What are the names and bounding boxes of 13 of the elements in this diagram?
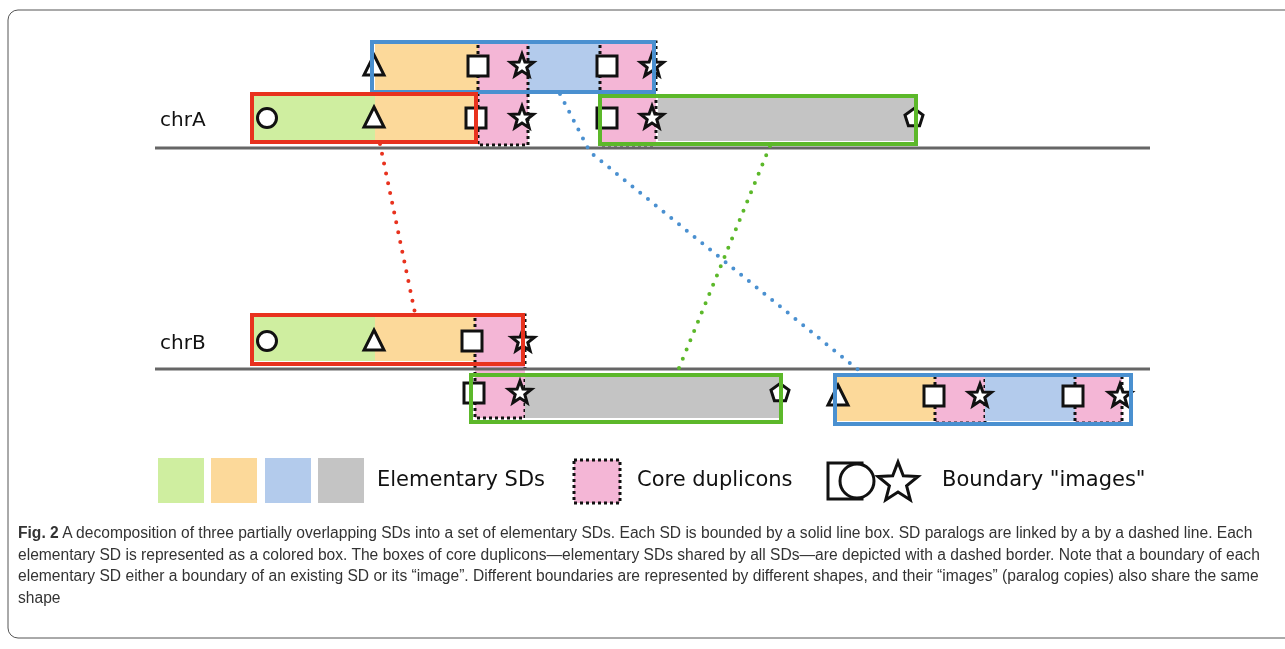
sd-box [370, 40, 656, 94]
sd-box [598, 94, 918, 146]
legend-text: Elementary SDs [377, 467, 545, 491]
figure-caption: Fig. 2 A decomposition of three partially overlapping SDs into a set of elementary SDs. Each SD is bounded by a solid line box. SD paralogs are linked by a by a dashed line. Each elementary SD is represented as a colored box. The boxes of core duplicons—elementary SDs shared by all SDs—are depicted with a dashed border. Note that a boundary of each elementary SD either a boundary of an existing SD or its “image”. Different boundaries are represented by different shapes, and their “images” (paralog copies) also share the same shape [18, 523, 1261, 608]
sd-box [250, 313, 525, 366]
legend-text: Core duplicons [637, 467, 793, 491]
sd-box [250, 92, 478, 144]
legend-text: Boundary "images" [942, 467, 1146, 491]
chromosome-label: chrB [160, 330, 206, 354]
sd-box [469, 373, 783, 424]
chromosome-label: chrA [160, 107, 206, 131]
dotted-line [378, 142, 417, 315]
sd-box [833, 373, 1133, 426]
